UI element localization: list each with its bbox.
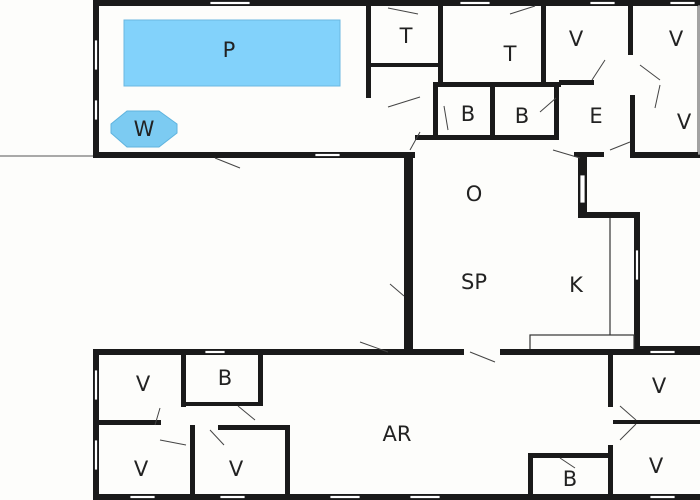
room-labels: P W T T V V V B B E O SP K AR V B V V V … (134, 24, 692, 491)
room-label-upper-room: O (466, 182, 483, 206)
room-label-toilet-2: T (503, 42, 517, 66)
room-label-bath-2: B (515, 104, 529, 128)
room-label-bedroom-7: V (652, 374, 667, 398)
room-label-entrance: E (589, 104, 602, 128)
room-label-bath-1: B (461, 102, 475, 126)
room-label-whirlpool: W (134, 117, 155, 141)
room-label-activity-room: AR (383, 422, 412, 446)
room-label-bedroom-8: V (649, 454, 664, 478)
room-label-toilet-1: T (399, 24, 413, 48)
room-label-bath-4: B (563, 467, 577, 491)
whirlpool-basin (110, 110, 178, 148)
room-label-bedroom-1: V (569, 27, 584, 51)
pool-basin (123, 19, 341, 87)
windows (94, 1, 700, 499)
room-label-kitchen: K (569, 273, 584, 297)
room-label-bedroom-2: V (669, 27, 684, 51)
room-label-living-room: SP (461, 270, 487, 294)
room-label-bath-3: B (218, 366, 232, 390)
room-label-bedroom-5: V (134, 457, 149, 481)
room-label-pool: P (223, 38, 236, 62)
doors (154, 5, 661, 469)
room-label-bedroom-6: V (229, 457, 244, 481)
room-label-bedroom-4: V (136, 372, 151, 396)
room-label-bedroom-3: V (677, 110, 692, 134)
